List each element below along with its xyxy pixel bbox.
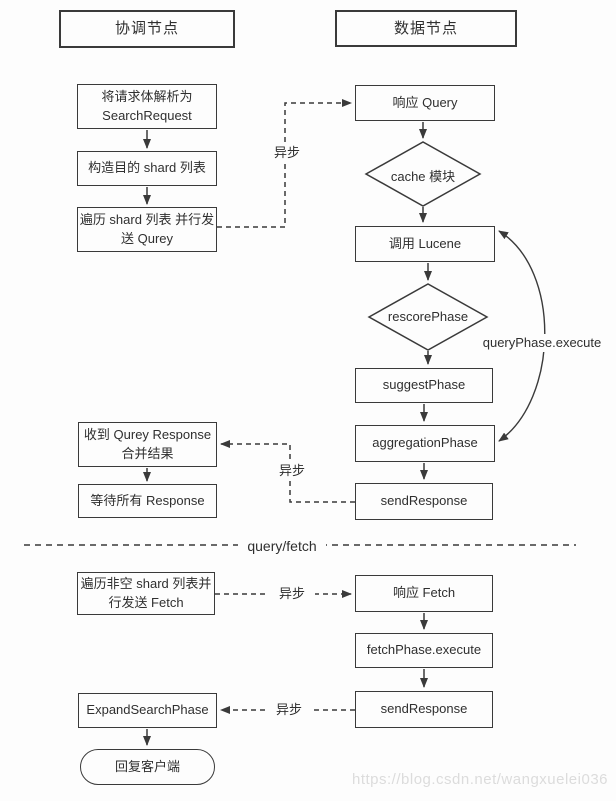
node-respond-fetch: 响应 Fetch <box>355 575 493 612</box>
query-phase-execute-label: queryPhase.execute <box>478 334 606 352</box>
node-send-response-fetch: sendResponse <box>355 691 493 728</box>
node-expand-search-phase: ExpandSearchPhase <box>78 693 217 728</box>
async-label-fetch: 异步 <box>269 585 315 603</box>
node-fetch-phase-execute: fetchPhase.execute <box>355 633 493 668</box>
query-fetch-divider-label: query/fetch <box>238 537 326 556</box>
rescore-phase-label: rescorePhase <box>387 309 469 324</box>
node-send-response-query: sendResponse <box>355 483 493 520</box>
node-call-lucene: 调用 Lucene <box>355 226 495 262</box>
cache-module-diamond <box>364 141 482 207</box>
async-label-expand: 异步 <box>266 701 312 719</box>
header-data-node: 数据节点 <box>335 10 517 47</box>
watermark-url: https://blog.csdn.net/wangxuelei036 <box>352 771 608 788</box>
rescore-phase-diamond <box>367 283 489 351</box>
dashed-iterate-query-to-respond-query <box>217 99 352 228</box>
node-reply-client: 回复客户端 <box>80 749 215 785</box>
node-build-shard-list: 构造目的 shard 列表 <box>77 151 217 186</box>
header-coordinator-node: 协调节点 <box>59 10 235 48</box>
node-iterate-shard-send-query: 遍历 shard 列表 并行发 送 Qurey <box>77 207 217 252</box>
async-label-query: 异步 <box>264 144 310 162</box>
node-parse-searchrequest: 将请求体解析为 SearchRequest <box>77 84 217 129</box>
async-label-merge: 异步 <box>269 462 315 480</box>
cache-module-label: cache 模块 <box>390 169 456 184</box>
node-wait-all-response: 等待所有 Response <box>78 484 217 518</box>
node-receive-query-response-merge: 收到 Qurey Response 合并结果 <box>78 422 217 467</box>
node-respond-query: 响应 Query <box>355 85 495 121</box>
node-iterate-nonempty-shard-send-fetch: 遍历非空 shard 列表并 行发送 Fetch <box>77 572 215 615</box>
node-aggregation-phase: aggregationPhase <box>355 425 495 462</box>
node-suggest-phase: suggestPhase <box>355 368 493 403</box>
